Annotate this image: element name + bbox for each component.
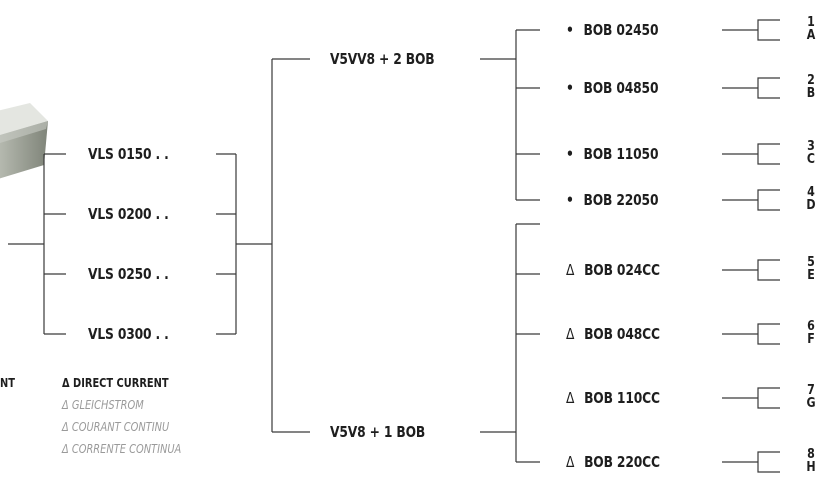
connector-letter-6: F xyxy=(807,332,815,347)
connector-number-5: 5 xyxy=(807,255,815,270)
coil-code: BOB 22050 xyxy=(583,191,659,209)
coil-code: BOB 048CC xyxy=(584,325,660,343)
legend-line-courant-continu: Δ COURANT CONTINU xyxy=(62,420,170,434)
coil-symbol: • xyxy=(566,191,574,209)
vls-label-0150: VLS 0150 . . xyxy=(88,145,169,163)
coil-label-2: • BOB 04850 xyxy=(566,79,659,97)
vls-label-0300: VLS 0300 . . xyxy=(88,325,169,343)
coil-code: BOB 110CC xyxy=(584,389,660,407)
legend-line-corrente-continua: Δ CORRENTE CONTINUA xyxy=(62,442,182,456)
connector-letter-8: H xyxy=(806,460,816,475)
connector-bracket-icon xyxy=(757,143,780,165)
coil-code: BOB 11050 xyxy=(583,145,659,163)
connector-bracket-icon xyxy=(757,387,780,409)
coil-symbol: • xyxy=(566,21,574,39)
legend-cutoff: NT xyxy=(0,372,15,394)
connector-bracket-icon xyxy=(757,189,780,211)
coil-code: BOB 220CC xyxy=(584,453,660,471)
connector-letter-7: G xyxy=(806,396,816,411)
connector-bracket-icon xyxy=(757,323,780,345)
coil-label-5: Δ BOB 024CC xyxy=(566,261,660,279)
coil-label-7: Δ BOB 110CC xyxy=(566,389,660,407)
valve-label-2bob: V5VV8 + 2 BOB xyxy=(330,50,435,68)
coil-symbol: Δ xyxy=(566,261,575,279)
vls-label-0250: VLS 0250 . . xyxy=(88,265,169,283)
connector-letter-3: C xyxy=(806,152,816,167)
connector-letter-4: D xyxy=(806,198,816,213)
connector-bracket-icon xyxy=(757,451,780,473)
coil-label-8: Δ BOB 220CC xyxy=(566,453,660,471)
coil-symbol: • xyxy=(566,145,574,163)
coil-label-1: • BOB 02450 xyxy=(566,21,659,39)
coil-label-6: Δ BOB 048CC xyxy=(566,325,660,343)
connector-number-1: 1 xyxy=(807,15,815,30)
coil-symbol: • xyxy=(566,79,574,97)
connector-number-6: 6 xyxy=(807,319,815,334)
legend-cutoff-text: NT xyxy=(0,376,15,390)
coil-code: BOB 02450 xyxy=(583,21,659,39)
legend: Δ DIRECT CURRENT Δ GLEICHSTROM Δ COURANT… xyxy=(62,372,181,460)
connector-number-3: 3 xyxy=(807,139,815,154)
connector-number-8: 8 xyxy=(807,447,815,462)
vls-label-0200: VLS 0200 . . xyxy=(88,205,169,223)
connector-number-7: 7 xyxy=(807,383,815,398)
connector-number-4: 4 xyxy=(807,185,815,200)
coil-code: BOB 024CC xyxy=(584,261,660,279)
valve-label-1bob: V5V8 + 1 BOB xyxy=(330,423,426,441)
legend-line-direct-current: Δ DIRECT CURRENT xyxy=(62,376,169,390)
coil-symbol: Δ xyxy=(566,389,575,407)
coil-label-4: • BOB 22050 xyxy=(566,191,659,209)
connector-bracket-icon xyxy=(757,19,780,41)
coil-label-3: • BOB 11050 xyxy=(566,145,659,163)
connector-letter-2: B xyxy=(806,86,816,101)
legend-line-gleichstrom: Δ GLEICHSTROM xyxy=(62,398,144,412)
connector-number-2: 2 xyxy=(807,73,815,88)
connector-bracket-icon xyxy=(757,259,780,281)
connector-bracket-icon xyxy=(757,77,780,99)
coil-symbol: Δ xyxy=(566,325,575,343)
product-cube-image xyxy=(0,103,48,179)
connector-letter-5: E xyxy=(807,268,815,283)
coil-symbol: Δ xyxy=(566,453,575,471)
connector-letter-1: A xyxy=(806,28,816,43)
coil-code: BOB 04850 xyxy=(583,79,659,97)
